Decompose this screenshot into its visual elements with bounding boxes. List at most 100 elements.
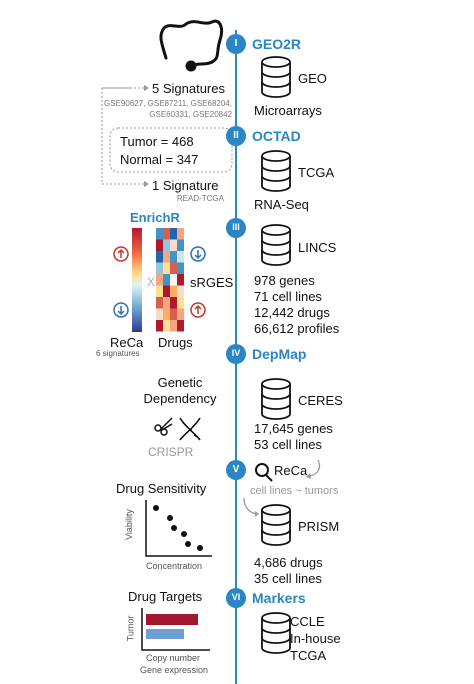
db-ceres: [261, 378, 291, 420]
step-title-markers: Markers: [252, 590, 306, 606]
read-tcga: READ-TCGA: [176, 194, 224, 203]
heatmap-cell: [156, 320, 163, 332]
colon-icon: [159, 19, 224, 72]
lincs-stat: 66,612 profiles: [254, 321, 340, 336]
db-prism: [261, 504, 291, 546]
db-label-tcga: TCGA: [298, 165, 335, 180]
tumor-count: Tumor = 468: [120, 134, 194, 149]
lincs-stat: 12,442 drugs: [254, 305, 330, 320]
drugs-label: Drugs: [158, 335, 193, 350]
targets-axes: [141, 608, 210, 651]
markers-source: In-house: [290, 631, 341, 646]
markers-source: CCLE: [290, 614, 325, 629]
db-label-geo: GEO: [298, 71, 327, 86]
heatmap-cell: [156, 308, 163, 320]
sensitivity-axes: [145, 500, 212, 557]
scatter-point: [153, 505, 159, 511]
curved-arrow: [309, 459, 321, 477]
db-markers: [261, 612, 291, 654]
cell-lines-tumors: cell lines ~ tumors: [250, 485, 339, 497]
heatmap-cell: [156, 297, 163, 309]
crispr-label: CRISPR: [148, 445, 194, 459]
curved-arrow: [243, 497, 257, 515]
lincs-stat: 978 genes: [254, 273, 315, 288]
db-caption-microarrays: Microarrays: [254, 103, 322, 118]
step-numeral: IV: [231, 348, 241, 358]
heatmap-cell: [177, 297, 184, 309]
database-icons: [261, 56, 291, 654]
one-signature: 1 Signature: [152, 178, 219, 193]
heatmap-cell: [177, 285, 184, 297]
heatmap-cell: [163, 262, 170, 274]
heatmap-cell: [177, 251, 184, 263]
heatmap-cell: [177, 274, 184, 286]
lincs-stat: 71 cell lines: [254, 289, 322, 304]
copy-number-bar: [146, 614, 198, 625]
heatmap-cell: [170, 239, 177, 251]
concentration-axis-label: Concentration: [146, 561, 203, 571]
step-title-geo2r: GEO2R: [252, 36, 302, 52]
prism-stat: 35 cell lines: [254, 571, 322, 586]
scatter-point: [167, 515, 173, 521]
db-geo: [261, 56, 291, 98]
heatmap-cell: [156, 262, 163, 274]
db-label-lincs: LINCS: [298, 240, 337, 255]
reca-label: ReCa: [110, 335, 144, 350]
markers-source: TCGA: [290, 648, 327, 663]
srges-label: sRGES: [190, 275, 234, 290]
down-arrow-icon: [113, 302, 129, 318]
dna-icon: [179, 417, 201, 441]
prism-stat: 4,686 drugs: [254, 555, 323, 570]
ceres-stat: 17,645 genes: [254, 421, 333, 436]
heatmap-cell: [177, 320, 184, 332]
heatmap-cell: [170, 251, 177, 263]
heatmap-cell: [163, 308, 170, 320]
heatmap-cell: [163, 228, 170, 240]
gse-list-line1: GSE90627, GSE87211, GSE68204,: [104, 99, 232, 108]
search-icon: [255, 463, 273, 482]
step-title-octad: OCTAD: [252, 128, 301, 144]
heatmap-cell: [170, 274, 177, 286]
heatmap-cell: [177, 308, 184, 320]
gene-expression-label: Gene expression: [140, 665, 209, 675]
five-signatures: 5 Signatures: [152, 81, 225, 96]
up-arrow-icon: [190, 302, 206, 318]
scatter-point: [171, 525, 177, 531]
reca-search-label: ReCa: [274, 463, 308, 478]
heatmap-cell: [170, 262, 177, 274]
heatmap-cell: [177, 239, 184, 251]
gse-list-line2: GSE60331, GSE20842: [149, 110, 232, 119]
step-numeral: V: [232, 464, 240, 475]
viability-axis-label: Viability: [123, 509, 134, 540]
reca-gradient-bar: [132, 228, 142, 332]
drugs-heatmap: [156, 228, 184, 332]
heatmap-cell: [156, 274, 163, 286]
db-caption-rnaseq: RNA-Seq: [254, 197, 309, 212]
normal-count: Normal = 347: [120, 152, 199, 167]
heatmap-cell: [170, 308, 177, 320]
heatmap-cell: [170, 228, 177, 240]
crispr-scissors-icon: [154, 417, 173, 436]
heatmap-cell: [163, 274, 170, 286]
heatmap-cell: [170, 320, 177, 332]
down-arrow-icon: [190, 246, 206, 262]
heatmap-cell: [156, 251, 163, 263]
heatmap-cell: [163, 297, 170, 309]
heatmap-cell: [163, 285, 170, 297]
db-lincs: [261, 224, 291, 266]
scatter-point: [185, 541, 191, 547]
step-numeral: I: [234, 38, 238, 49]
scatter-point: [197, 545, 203, 551]
enrichr-label: EnrichR: [130, 210, 180, 225]
copy-number-label: Copy number: [146, 653, 201, 663]
heatmap-cell: [170, 297, 177, 309]
drug-sensitivity-label: Drug Sensitivity: [116, 481, 207, 496]
sensitivity-points: [153, 505, 203, 551]
heatmap-cell: [156, 228, 163, 240]
heatmap-cell: [163, 251, 170, 263]
x-symbol: X: [147, 275, 156, 289]
heatmap-cell: [163, 239, 170, 251]
dependency-label: Dependency: [143, 391, 217, 406]
